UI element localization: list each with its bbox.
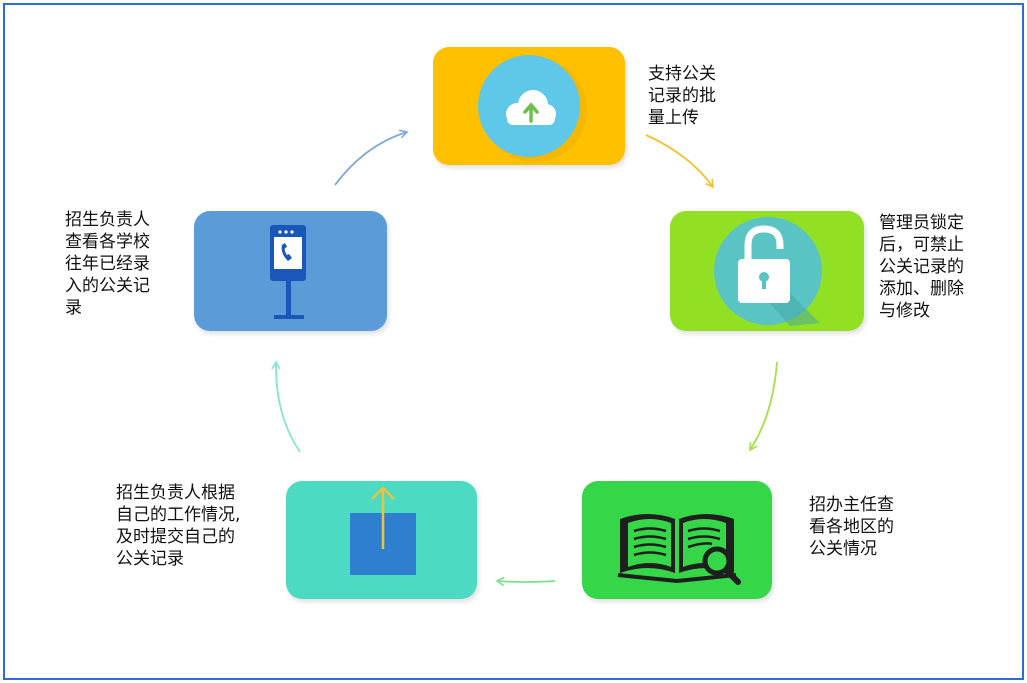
arrow-review-to-submit: [495, 576, 556, 587]
phone-kiosk-icon: [270, 225, 306, 319]
step-view-box: [194, 211, 387, 331]
step-lock-label: 管理员锁定 后，可禁止 公关记录的 添加、删除 与修改: [879, 213, 964, 321]
arrow-lock-to-review: [749, 361, 778, 452]
arrow-submit-to-view: [271, 360, 301, 453]
cloud-upload-icon: [478, 55, 587, 162]
step-submit-box: [286, 481, 477, 599]
diagram-frame: 支持公关 记录的批 量上传 管理员锁定 后，可禁止 公关记录的 添加、删除 与修…: [3, 3, 1024, 680]
step-submit-label: 招生负责人根据 自己的工作情况, 及时提交自己的 公关记录: [116, 483, 241, 569]
step-review-label: 招办主任查 看各地区的 公关情况: [809, 495, 894, 559]
arrow-view-to-upload: [334, 129, 409, 186]
step-lock-box: [670, 211, 864, 331]
step-view-label: 招生负责人 查看各学校 往年已经录 入的公关记 录: [65, 210, 150, 318]
step-upload-label: 支持公关 记录的批 量上传: [648, 64, 716, 128]
step-review-box: [582, 481, 772, 599]
book-magnifier-icon: [617, 514, 741, 585]
unlock-icon: [714, 217, 822, 326]
arrow-upload-to-lock: [645, 134, 714, 189]
box-upload-icon: [350, 486, 416, 575]
cycle-arrows: [271, 129, 778, 587]
step-upload-box: [433, 47, 625, 165]
